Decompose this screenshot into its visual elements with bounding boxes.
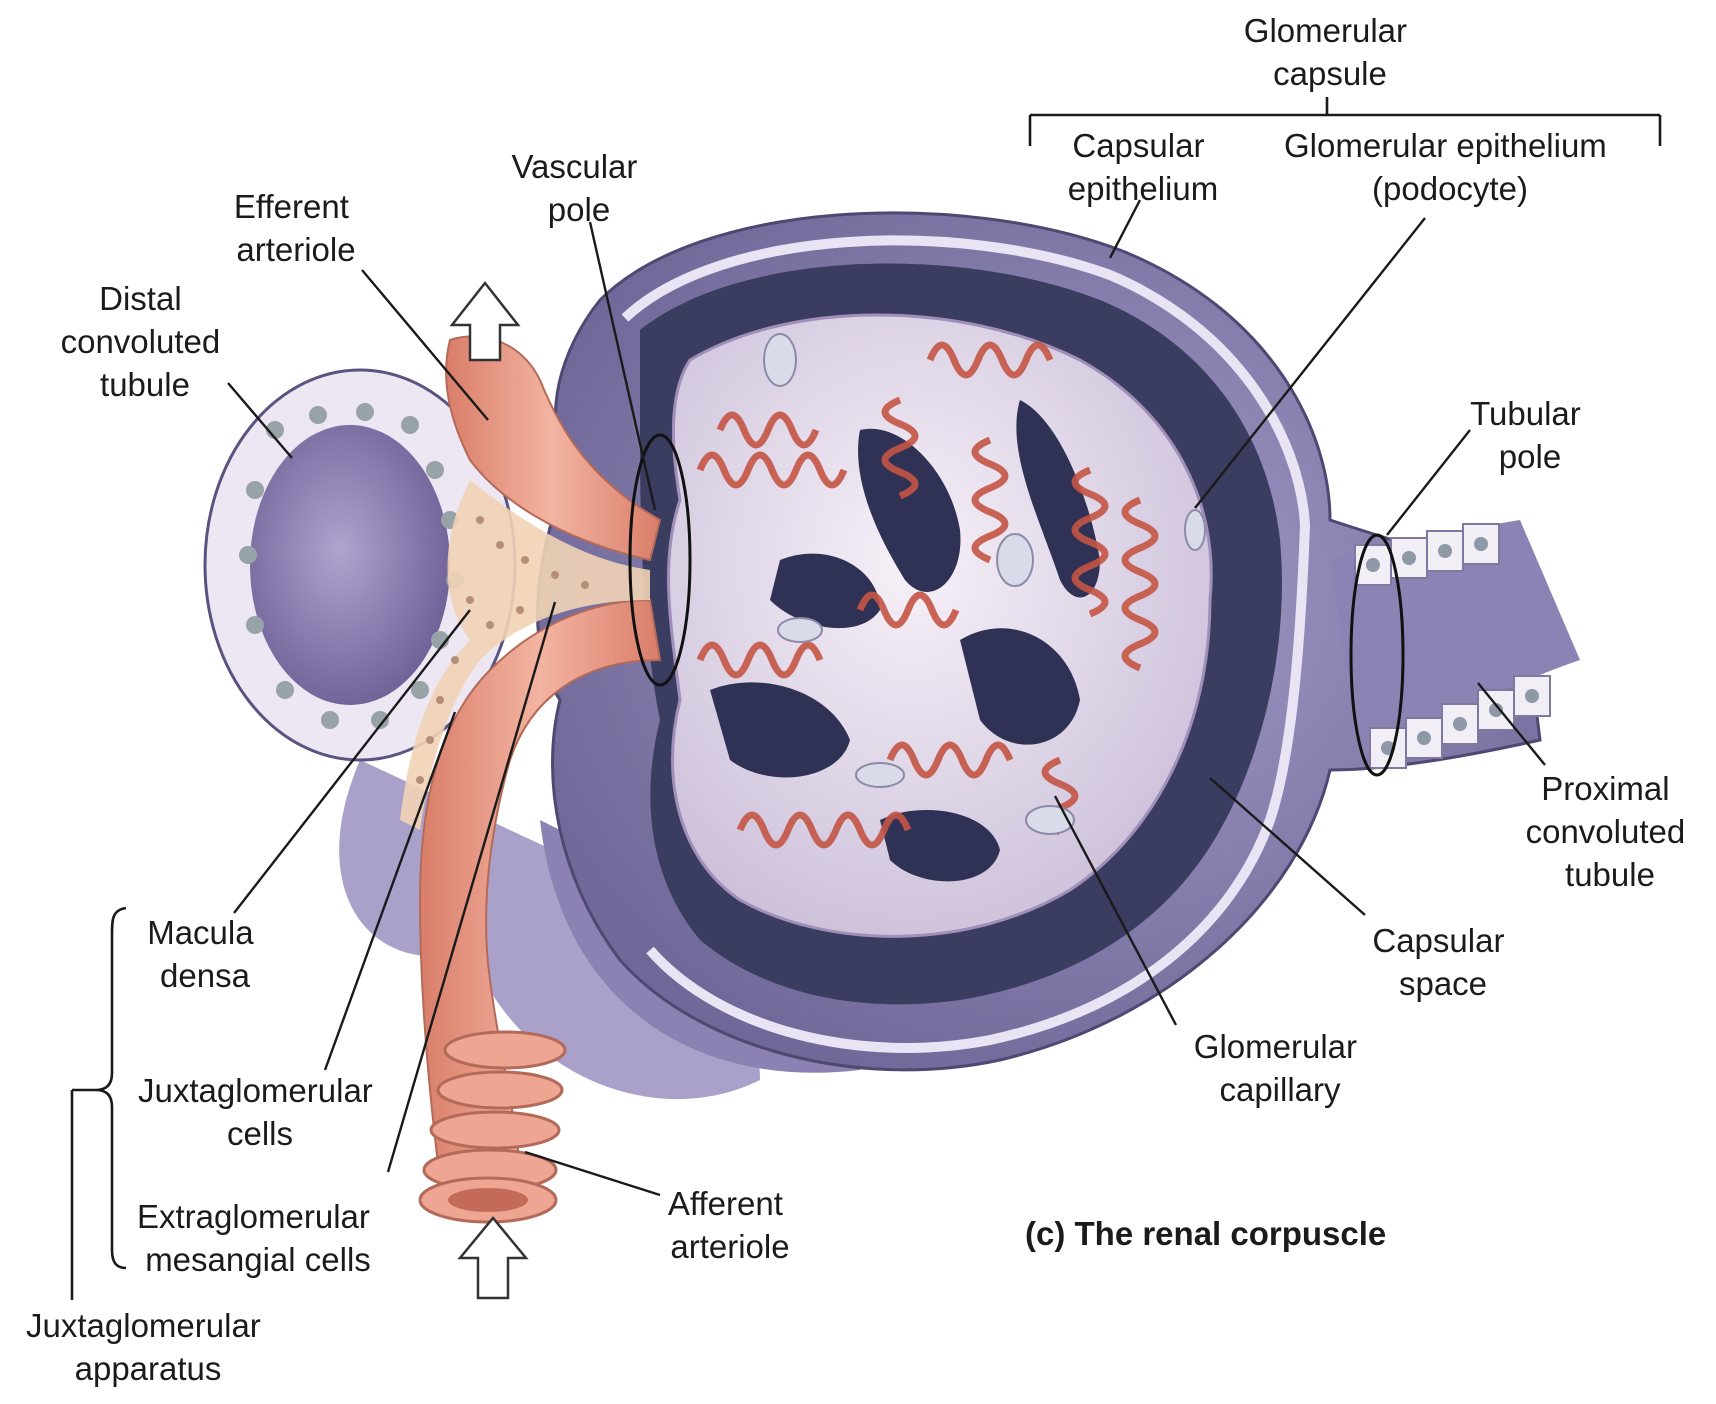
anatomy <box>203 211 1580 1300</box>
labels: Glomerular capsule Capsular epithelium G… <box>26 12 1695 1387</box>
leader-lines <box>227 199 1546 1197</box>
juxtaglomerular-brace <box>70 906 127 1300</box>
capillary-loops <box>696 341 1159 849</box>
afferent-coils <box>418 1030 567 1224</box>
afferent-flow-arrow <box>457 1216 529 1300</box>
distal-convoluted-tubule-label: Distal convoluted tubule <box>61 280 230 403</box>
macula-densa-label: Macula densa <box>147 914 263 994</box>
capsule-bracket <box>1028 97 1662 146</box>
proximal-convoluted-tubule <box>1330 520 1580 760</box>
vascular-pole-ring <box>628 433 692 687</box>
tubular-pole-ring <box>1349 533 1405 777</box>
juxtaglomerular-cells-band <box>400 480 650 830</box>
afferent-arteriole-label: Afferent arteriole <box>668 1185 792 1265</box>
juxtaglomerular-cells-label: Juxtaglomerular cells <box>138 1072 382 1152</box>
capsular-space-label: Capsular space <box>1372 922 1513 1002</box>
dct-lumen <box>250 425 450 705</box>
efferent-arteriole-label: Efferent arteriole <box>234 188 358 268</box>
efferent-arteriole <box>445 335 662 562</box>
capsular-epithelium-layer <box>621 235 1311 1053</box>
extraglomerular-mesangial-cells-label: Extraglomerular mesangial cells <box>137 1198 379 1278</box>
glomerular-capsule-label: Glomerular capsule <box>1244 12 1416 92</box>
vascular-pole-label: Vascular pole <box>511 148 646 228</box>
juxtaglomerular-apparatus-label: Juxtaglomerular apparatus <box>26 1307 270 1387</box>
proximal-convoluted-tubule-label: Proximal convoluted tubule <box>1526 770 1695 893</box>
glomerular-epithelium-label: Glomerular epithelium (podocyte) <box>1284 127 1616 207</box>
efferent-flow-arrow <box>449 280 521 362</box>
figure-caption: (c) The renal corpuscle <box>1025 1215 1386 1252</box>
capsular-epithelium-label: Capsular epithelium <box>1068 127 1218 207</box>
glomerular-capillary-label: Glomerular capillary <box>1194 1028 1366 1108</box>
tubular-pole-label: Tubular pole <box>1470 395 1590 475</box>
